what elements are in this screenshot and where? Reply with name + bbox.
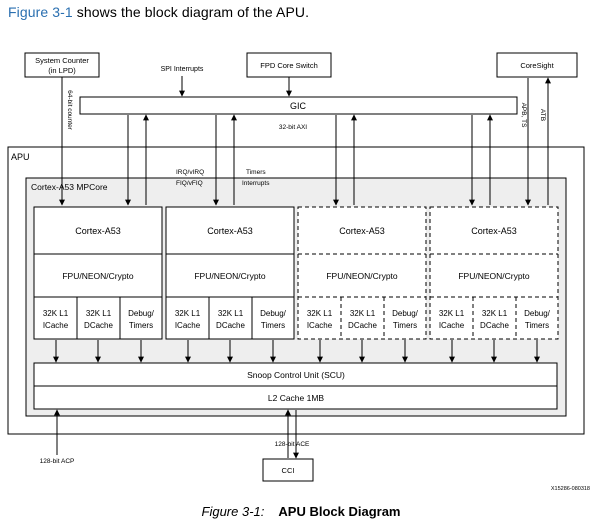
gic-label: GIC	[290, 101, 307, 111]
core-1-debug-1: Debug/	[128, 309, 155, 318]
core-4-icache-2: ICache	[439, 321, 465, 330]
core-2-fpu: FPU/NEON/Crypto	[194, 271, 266, 281]
system-counter-label-2: (in LPD)	[48, 66, 76, 75]
counter-64bit-label: 64-bit counter	[66, 90, 73, 131]
fpd-core-switch-label: FPD Core Switch	[260, 61, 318, 70]
core-2-dcache-2: DCache	[216, 321, 245, 330]
cci-box	[262, 458, 314, 482]
core-3-icache-1: 32K L1	[307, 309, 333, 318]
core-1-fpu: FPU/NEON/Crypto	[62, 271, 134, 281]
coresight-box	[496, 52, 578, 78]
fiq-label: FIQ/vFIQ	[176, 180, 203, 187]
core-3-icache-2: ICache	[307, 321, 333, 330]
core-4-dcache-1: 32K L1	[482, 309, 508, 318]
core-4-icache-1: 32K L1	[439, 309, 465, 318]
core-1-dcache-2: DCache	[84, 321, 113, 330]
core-1-icache-1: 32K L1	[43, 309, 69, 318]
core-4-dcache-2: DCache	[480, 321, 509, 330]
figure-reference-link[interactable]: Figure 3-1	[8, 4, 73, 20]
core-2-icache-1: 32K L1	[175, 309, 201, 318]
apb-ts-label: APB, TS	[520, 103, 527, 128]
system-counter-label-1: System Counter	[35, 56, 89, 65]
spi-interrupts-label: SPI Interrupts	[161, 66, 204, 73]
core-3-debug-2: Timers	[393, 321, 417, 330]
core-3-box	[297, 206, 427, 340]
core-1-name: Cortex-A53	[75, 226, 121, 236]
gic-box	[79, 96, 518, 115]
gic-core-links	[125, 114, 493, 206]
timers-label: Timers	[246, 169, 266, 176]
core-3-dcache-1: 32K L1	[350, 309, 376, 318]
cci-label: CCI	[282, 466, 295, 475]
mpcore-label: Cortex-A53 MPCore	[31, 182, 108, 192]
interrupts-label: Interrupts	[242, 180, 270, 187]
system-counter-box	[24, 52, 100, 78]
irq-label: IRQ/vIRQ	[176, 169, 204, 176]
fpd-core-switch-box	[246, 52, 332, 78]
figure-id-label: X15286-080318	[551, 486, 590, 492]
core-1-dcache-1: 32K L1	[86, 309, 112, 318]
l2-cache-box	[33, 385, 558, 410]
core-3-fpu: FPU/NEON/Crypto	[326, 271, 398, 281]
core-3-dcache-2: DCache	[348, 321, 377, 330]
intro-sentence: Figure 3-1 shows the block diagram of th…	[8, 4, 309, 20]
axi-32bit-label: 32-bit AXI	[279, 124, 307, 131]
ace-label: 128-bit ACE	[275, 441, 310, 448]
core-4-name: Cortex-A53	[471, 226, 517, 236]
core-1-box	[33, 206, 163, 340]
core-4-debug-2: Timers	[525, 321, 549, 330]
apu-block-diagram: System Counter (in LPD) FPD Core Switch …	[7, 52, 590, 492]
core-1-debug-2: Timers	[129, 321, 153, 330]
scu-label: Snoop Control Unit (SCU)	[247, 370, 345, 380]
core-2-box	[165, 206, 295, 340]
apu-label: APU	[11, 152, 30, 162]
caption-title: APU Block Diagram	[278, 504, 401, 519]
core-2-dcache-1: 32K L1	[218, 309, 244, 318]
acp-label: 128-bit ACP	[40, 458, 75, 465]
core-4-box	[429, 206, 559, 340]
core-2-icache-2: ICache	[175, 321, 201, 330]
caption-number: Figure 3-1:	[201, 504, 265, 519]
core-4-debug-1: Debug/	[524, 309, 551, 318]
core-1-icache-2: ICache	[43, 321, 69, 330]
coresight-label: CoreSight	[520, 61, 554, 70]
core-3-debug-1: Debug/	[392, 309, 419, 318]
core-2-debug-2: Timers	[261, 321, 285, 330]
atb-label: ATB	[539, 109, 546, 121]
core-3-name: Cortex-A53	[339, 226, 385, 236]
core-2-name: Cortex-A53	[207, 226, 253, 236]
core-2-debug-1: Debug/	[260, 309, 287, 318]
intro-text: shows the block diagram of the APU.	[72, 4, 310, 20]
core-4-fpu: FPU/NEON/Crypto	[458, 271, 530, 281]
l2-cache-label: L2 Cache 1MB	[268, 393, 325, 403]
figure-caption: Figure 3-1: APU Block Diagram	[0, 504, 602, 519]
